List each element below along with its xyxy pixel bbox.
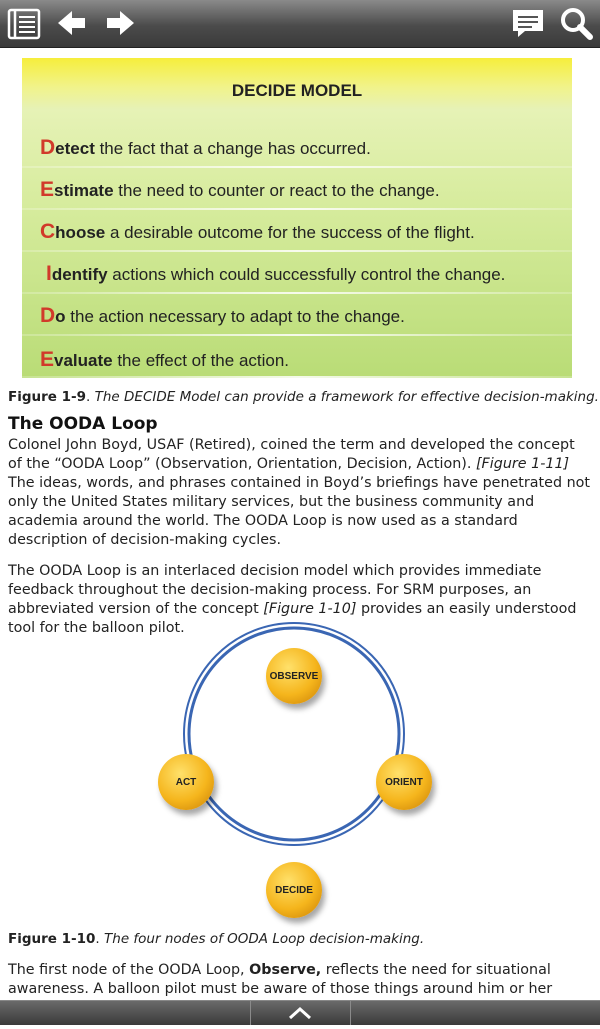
back-arrow-icon[interactable] [52, 4, 92, 42]
bottom-bar [0, 1000, 600, 1025]
ooda-node-act: ACT [158, 754, 214, 810]
paragraph: Colonel John Boyd, USAF (Retired), coine… [8, 436, 592, 550]
paragraph-text: The ideas, words, and phrases contained … [8, 475, 590, 548]
figure-caption-text: The four nodes of OODA Loop decision-mak… [104, 931, 425, 947]
decide-row-choose: Choose a desirable outcome for the succe… [22, 210, 572, 252]
ooda-node-orient: ORIENT [376, 754, 432, 810]
notes-icon[interactable] [508, 4, 548, 42]
ooda-loop-figure: OBSERVE ORIENT DECIDE ACT [150, 596, 450, 918]
paragraph-text: The first node of the OODA Loop, [8, 962, 250, 978]
paragraph-text: The OODA Loop is an interlaced decision … [8, 563, 542, 617]
decide-row-evaluate: Evaluate the effect of the action. [22, 338, 572, 378]
decide-model-figure: DECIDE MODEL Detect the fact that a chan… [22, 58, 572, 378]
section-heading: The OODA Loop [8, 414, 158, 434]
ooda-node-decide: DECIDE [266, 862, 322, 918]
paragraph-bold: Observe, [249, 962, 322, 978]
decide-keyword: valuate [54, 351, 113, 370]
decide-model-title: DECIDE MODEL [231, 81, 363, 100]
decide-text: actions which could successfully control… [107, 265, 506, 284]
paragraph-text: provides an easily understood tool for t… [8, 601, 577, 636]
chevron-up-icon[interactable] [250, 1001, 350, 1025]
figure-caption: Figure 1-10. The four nodes of OODA Loop… [8, 931, 425, 947]
paragraph-text: reflects the need for situational awaren… [8, 962, 553, 997]
paragraph: The OODA Loop is an interlaced decision … [8, 562, 592, 638]
decide-letter: E [40, 348, 55, 371]
decide-row-estimate: Estimate the need to counter or react to… [22, 168, 572, 210]
figure-caption: Figure 1-9. The DECIDE Model can provide… [8, 389, 599, 405]
figure-label: Figure 1-10 [8, 931, 96, 947]
search-icon[interactable] [556, 4, 596, 42]
ooda-node-observe: OBSERVE [266, 648, 322, 704]
decide-keyword: stimate [54, 181, 114, 200]
top-toolbar [0, 0, 600, 48]
figure-reference-link[interactable]: [Figure 1-10] [263, 601, 357, 617]
decide-letter: D [40, 136, 56, 159]
decide-text: the action necessary to adapt to the cha… [65, 307, 405, 326]
decide-letter: D [40, 304, 56, 327]
figure-caption-text: The DECIDE Model can provide a framework… [94, 389, 599, 405]
figure-label: Figure 1-9 [8, 389, 87, 405]
decide-letter: C [40, 220, 56, 243]
decide-keyword: etect [55, 139, 95, 158]
toc-icon[interactable] [4, 4, 44, 42]
decide-keyword: o [55, 307, 66, 326]
ooda-ring [183, 622, 405, 846]
decide-text: a desirable outcome for the success of t… [105, 223, 475, 242]
decide-row-detect: Detect the fact that a change has occurr… [22, 126, 572, 168]
decide-text: the need to counter or react to the chan… [113, 181, 440, 200]
divider [250, 1001, 251, 1025]
paragraph: The first node of the OODA Loop, Observe… [8, 961, 592, 999]
decide-row-identify: Identify actions which could successfull… [22, 252, 572, 294]
decide-letter: I [46, 262, 52, 285]
decide-text: the fact that a change has occurred. [94, 139, 371, 158]
decide-text: the effect of the action. [112, 351, 290, 370]
figure-reference-link[interactable]: [Figure 1-11] [475, 456, 570, 472]
paragraph-text: Colonel John Boyd, USAF (Retired), coine… [8, 437, 575, 472]
decide-row-do: Do the action necessary to adapt to the … [22, 294, 572, 336]
divider [350, 1001, 351, 1025]
decide-keyword: hoose [55, 223, 106, 242]
decide-letter: E [40, 178, 55, 201]
decide-keyword: dentify [51, 265, 108, 284]
forward-arrow-icon[interactable] [100, 4, 140, 42]
